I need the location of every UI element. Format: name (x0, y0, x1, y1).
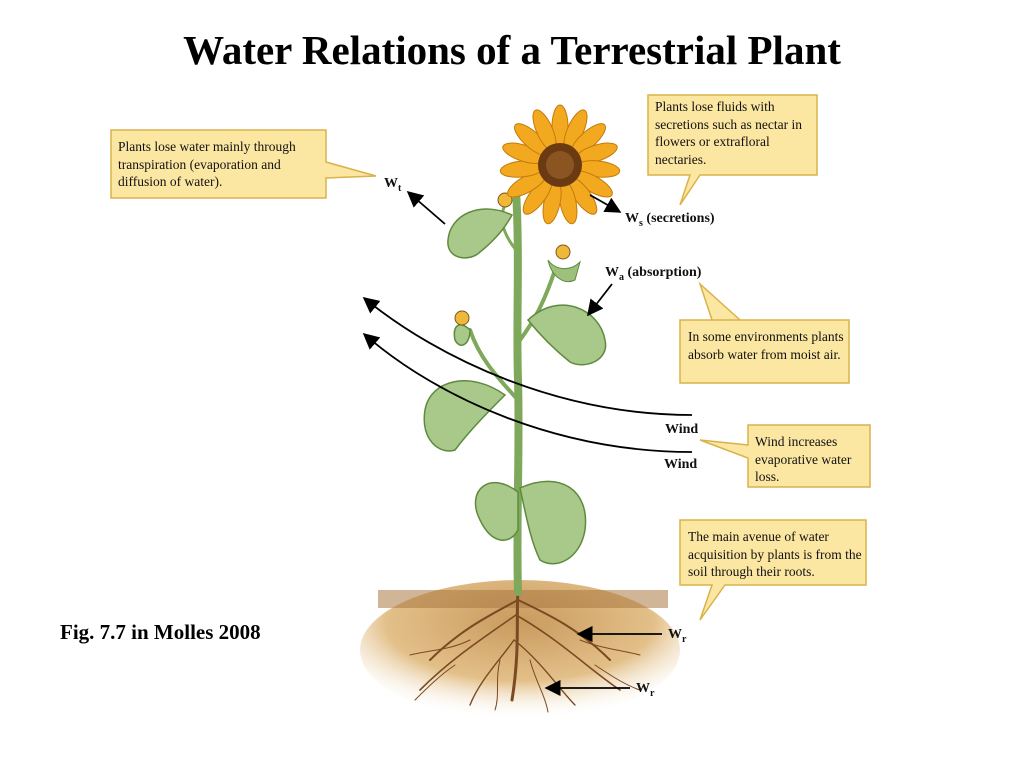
wind-label-1: Wind (665, 422, 698, 437)
svg-text:Wa (absorption): Wa (absorption) (605, 265, 702, 283)
callout-text-secretions: Plants lose fluids with secretions such … (655, 99, 802, 167)
callout-text-transpiration: Plants lose water mainly through transpi… (118, 139, 296, 189)
callout-transpiration (110, 129, 377, 199)
transpiration-arrow (406, 190, 446, 225)
wr2-label: W (636, 681, 650, 696)
absorption-arrow (587, 283, 613, 317)
callout-text-absorption-air: In some environments plants absorb water… (688, 329, 844, 362)
ws-label: W (625, 211, 639, 226)
callout-roots (679, 519, 867, 621)
callout-text-wind: Wind increases evaporative water loss. (755, 434, 852, 484)
process-arrows (406, 190, 662, 697)
svg-text:Wr: Wr (668, 627, 687, 645)
leaf-upper-left (447, 208, 514, 259)
callout-wind (699, 424, 871, 488)
page-title: Water Relations of a Terrestrial Plant (183, 27, 841, 73)
leaf-small-1 (453, 324, 471, 346)
svg-text:Wt: Wt (384, 176, 402, 194)
leaf-bottom-right (519, 480, 587, 565)
leaf-mid-left (423, 380, 507, 452)
ws-suffix: (secretions) (643, 211, 715, 226)
leaf-mid-right (526, 304, 607, 366)
buds (454, 192, 581, 326)
wt-label: W (384, 176, 398, 191)
secretion-arrow (589, 194, 622, 213)
callout-secretions (647, 94, 818, 206)
wr1-sub: r (682, 634, 687, 645)
soil (360, 580, 680, 720)
process-labels: Wt Ws (secretions) Wa (absorption) Wind … (384, 176, 715, 699)
roots (409, 588, 641, 713)
ws-sub: s (639, 218, 643, 229)
wa-label: W (605, 265, 619, 280)
wind-arrows (362, 296, 693, 453)
wr1-label: W (668, 627, 682, 642)
callout-absorption-air (679, 281, 850, 384)
wind-arrow-upper (362, 296, 693, 416)
wa-sub: a (619, 272, 624, 283)
wt-sub: t (398, 183, 402, 194)
leaves (423, 208, 607, 565)
leaf-bottom-left (474, 481, 519, 541)
figure-caption: Fig. 7.7 in Molles 2008 (60, 620, 261, 644)
wr2-sub: r (650, 688, 655, 699)
callout-boxes (110, 94, 871, 621)
wind-arrow-lower (362, 332, 693, 453)
wind-label-2: Wind (664, 457, 697, 472)
wa-suffix: (absorption) (624, 265, 702, 280)
svg-text:Ws (secretions): Ws (secretions) (625, 211, 715, 229)
sunflower-head (499, 104, 621, 225)
svg-text:Wr: Wr (636, 681, 655, 699)
callout-text-roots: The main avenue of water acquisition by … (688, 529, 862, 579)
